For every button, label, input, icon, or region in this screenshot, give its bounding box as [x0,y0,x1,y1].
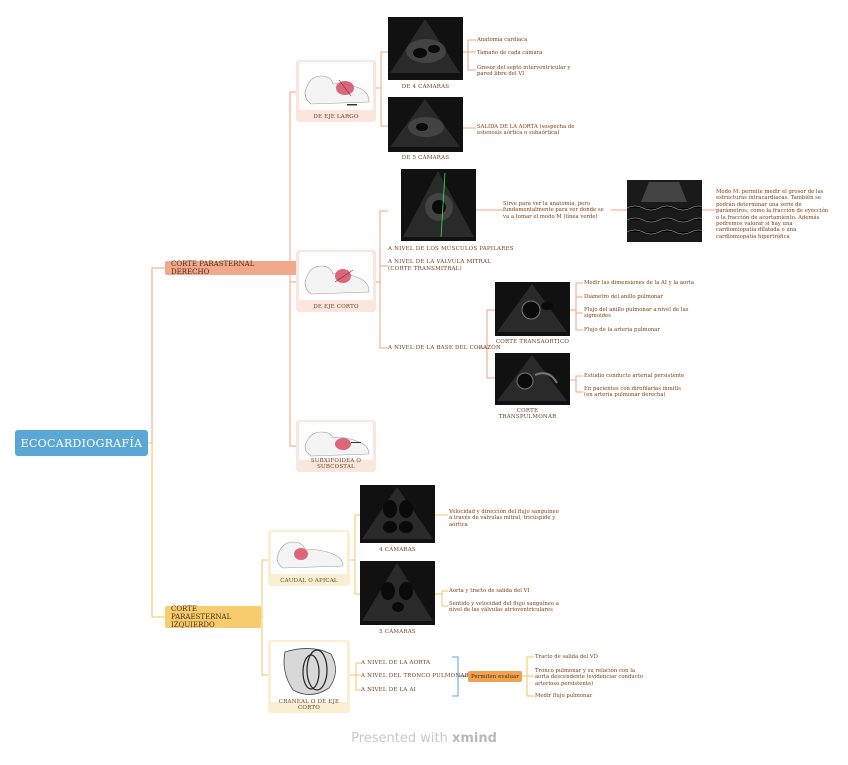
leaf-transaortico-2: Diámetro del anillo pulmonar [584,294,664,300]
level-ai[interactable]: A NIVEL DE LA AI [361,687,416,693]
card-subxifoidea[interactable]: SUBXIFOIDEA O SUBCOSTAL [296,420,376,472]
leaf-transpulmonar-2: En pacientes con dirofilarias inmitis (e… [584,386,681,399]
leaf-transpulmonar-1: Estudio conducto arterial persistente [584,373,685,379]
echo-image-4-camaras-apical [360,485,435,543]
subtopic-valvula-mitral[interactable]: A NIVEL DE LA VÁLVULA MITRAL (CORTE TRAN… [388,259,492,272]
card-label: DE EJE LARGO [313,114,359,120]
level-tronco-pulmonar[interactable]: A NIVEL DEL TRONCO PULMONAR [361,673,469,679]
branch-paraesternal-izquierdo[interactable]: CORTE PARAESTERNAL IZQUIERDO [165,605,261,629]
branch-label: CORTE PARAESTERNAL IZQUIERDO [171,605,232,629]
leaf-apical-4cam-1: Velocidad y dirección del flujo sanguíne… [449,509,559,528]
leaf-transaortico-1: Medir las dimensiones de la AI y la aort… [584,280,695,286]
echo-image-5-camaras-apical [360,561,435,625]
leaf-transaortico-3: Flujo del anillo pulmonar a nivel de las… [584,307,689,320]
heart-drawing-image [271,642,347,702]
leaf-craneal-2: Tronco pulmonar y su relación con la aor… [535,668,644,687]
leaf-4cam-3: Grosor del septo interventricular y pare… [477,65,571,78]
root-label: ECOCARDIOGRAFÍA [20,436,143,450]
card-label: SUBXIFOIDEA O SUBCOSTAL [310,458,362,470]
dog-drawing-image [299,62,373,110]
echo-image-transpulmonar [495,353,570,405]
subtopic-musculos-papilares[interactable]: A NIVEL DE LOS MÚSCULOS PAPILARES [388,246,514,252]
image-caption: 5 CÁMARAS [379,629,416,635]
leaf-4cam-2: Tamaño de cada cámara [477,50,543,56]
permiten-evaluar-node[interactable]: Permiten evaluar [468,671,522,682]
subtopic-base-corazon[interactable]: A NIVEL DE LA BASE DEL CORAZÓN [388,345,501,351]
presented-with-xmind: Presented with xmind [0,731,848,746]
leaf-4cam-1: Anatomía cardiaca [477,37,528,43]
leaf-craneal-1: Tracto de salida del VD [535,654,598,660]
image-caption: DE 4 CÁMARAS [401,84,450,90]
card-eje-largo[interactable]: DE EJE LARGO [296,60,376,122]
dog-illustration [304,431,370,457]
card-label: CAUDAL O APICAL [280,578,338,584]
footer-prefix: Presented with [351,731,452,746]
dog-illustration [304,265,370,295]
image-caption: CORTE TRANSPULMONAR [498,408,557,420]
note-modo-m: Modo M: permite medir el grosor de las e… [716,189,829,240]
branch-parasternal-derecho[interactable]: CORTE PARASTERNAL DERECHO [165,260,299,276]
card-label: DE EJE CORTO [313,304,359,310]
leaf-apical-5cam-2: Sentido y velocidad del flujo sanguíneo … [449,601,559,614]
echo-image-transaortico [495,282,570,336]
note-papilares: Sirve para ver la anatomía, pero fundame… [503,201,604,220]
image-caption: CORTE TRANSAÓRTICO [495,339,570,345]
dog-drawing-image [299,252,373,300]
dog-illustration [276,541,344,569]
echo-image-musculos-papilares [401,169,476,241]
heart-illustration [283,648,336,695]
echo-image-5-camaras [388,97,463,152]
xmind-logo-text: xmind [451,731,497,746]
leaf-5cam-1: SALIDA DE LA AORTA (sospecha de estenosi… [477,124,575,137]
card-caudal-apical[interactable]: CAUDAL O APICAL [268,530,350,586]
card-label: CRANEAL O DE EJE CORTO [278,699,340,711]
echo-image-modo-m [627,180,702,242]
leaf-transaortico-4: Flujo de la arteria pulmonar [584,327,660,333]
dog-drawing-image [299,422,373,460]
leaf-craneal-3: Medir flujo pulmonar [535,693,593,699]
dog-illustration [304,75,370,106]
level-aorta[interactable]: A NIVEL DE LA AORTA [361,660,431,666]
image-caption: DE 5 CÁMARAS [401,155,450,161]
image-caption: 4 CÁMARAS [379,547,416,553]
echo-image-4-camaras [388,17,463,80]
root-topic[interactable]: ECOCARDIOGRAFÍA [15,430,148,456]
card-craneal[interactable]: CRANEAL O DE EJE CORTO [268,640,350,713]
leaf-apical-5cam-1: Aorta y tracto de salida del VI [449,588,530,594]
permiten-label: Permiten evaluar [471,673,519,680]
card-eje-corto[interactable]: DE EJE CORTO [296,250,376,312]
branch-label: CORTE PARASTERNAL DERECHO [171,260,255,276]
dog-drawing-image [271,532,347,574]
